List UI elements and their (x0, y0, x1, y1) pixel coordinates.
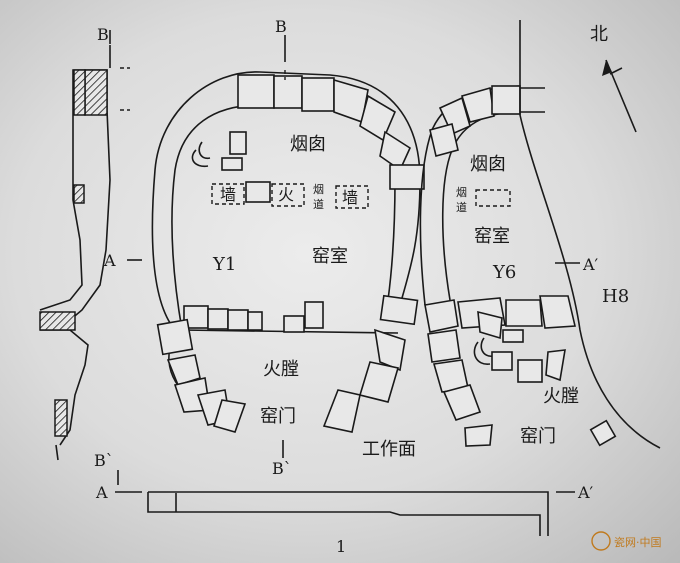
watermark-text: 瓷网·中国 (614, 535, 662, 549)
pit-h8-boundary (519, 20, 661, 449)
label-flue-y6-2: 道 (456, 200, 467, 214)
north-arrow-icon (602, 59, 637, 133)
figure-number: 1 (336, 537, 346, 556)
label-pit-h8: H8 (602, 286, 629, 307)
section-mark-b-top-left: B (97, 25, 109, 44)
section-mark-b-top-mid: B (275, 17, 287, 36)
section-profile-b (39, 45, 111, 461)
section-mark-a-right: A′ (582, 255, 599, 274)
label-door-y1: 窑门 (260, 406, 296, 427)
label-kiln-y6: Y6 (492, 262, 516, 283)
section-mark-b-bottom-mid: B` (272, 459, 292, 478)
label-chimney-y1: 烟囱 (290, 134, 326, 155)
label-north: 北 (590, 24, 608, 45)
label-firebox-y1: 火膛 (263, 359, 299, 380)
label-door-y6: 窑门 (520, 426, 556, 447)
label-chimney-y6: 烟囱 (470, 154, 506, 175)
label-fire: 火 (278, 185, 294, 204)
section-mark-a-left: A (103, 251, 116, 270)
label-chamber-y1: 窑室 (312, 246, 348, 267)
section-mark-a-bottom-left: A (95, 483, 108, 502)
label-wall-left: 墙 (220, 185, 236, 204)
section-markers (109, 30, 580, 485)
label-firebox-y6: 火膛 (543, 386, 579, 407)
section-profile-a (115, 491, 575, 536)
label-flue-y6-1: 烟 (456, 185, 467, 199)
label-flue-y1-1: 烟 (313, 182, 324, 196)
label-work-area: 工作面 (362, 439, 416, 460)
watermark: 瓷网·中国 (591, 531, 662, 551)
label-wall-right: 墙 (342, 188, 358, 207)
label-kiln-y1: Y1 (212, 254, 236, 275)
kiln-y6 (419, 85, 617, 447)
kiln-y1 (151, 71, 425, 433)
label-chamber-y6: 窑室 (474, 226, 510, 247)
label-flue-y1-2: 道 (313, 197, 324, 211)
section-mark-b-bottom-left: B` (94, 451, 114, 470)
section-mark-a-bottom-right: A′ (577, 483, 594, 502)
